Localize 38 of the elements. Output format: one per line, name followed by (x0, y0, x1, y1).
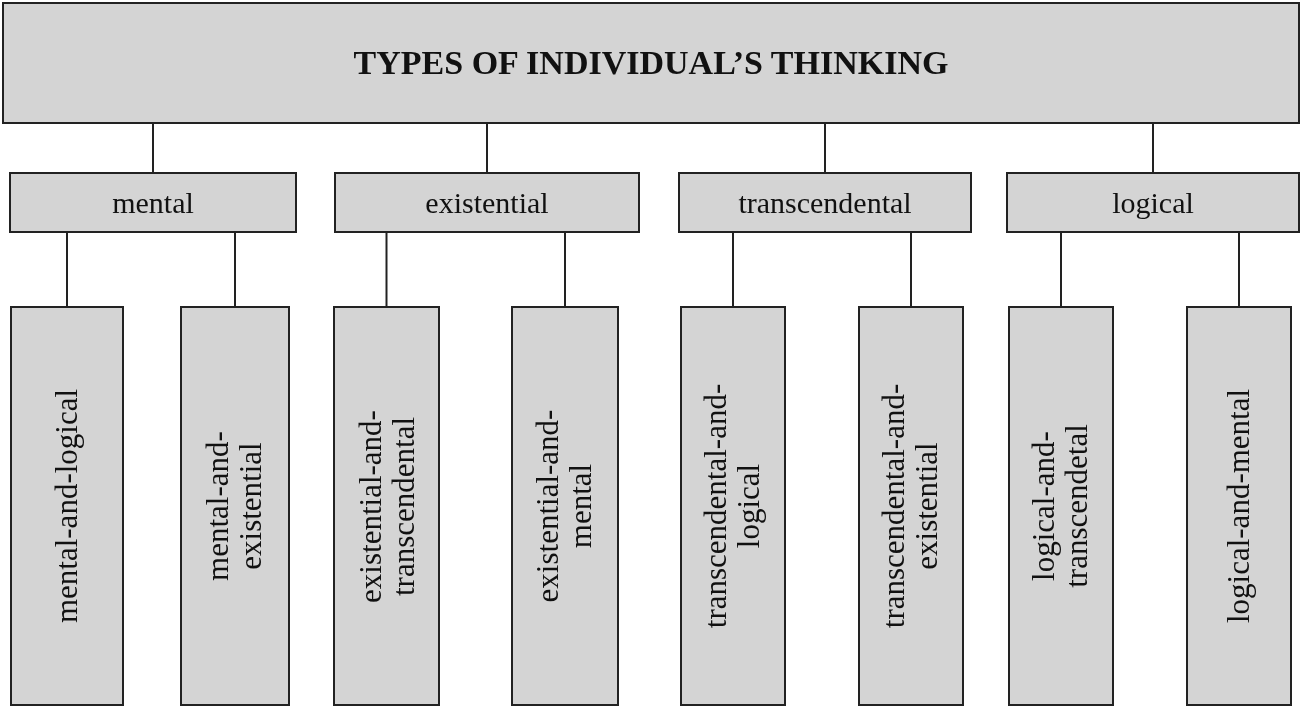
category-label: logical (1112, 185, 1194, 220)
subtype-box (858, 306, 964, 706)
subtype-box (180, 306, 290, 706)
connector-line (1238, 232, 1240, 307)
subtype-label: transcendental-and-logical (700, 382, 766, 631)
category-label: mental (112, 185, 194, 220)
connector-line (824, 123, 826, 173)
subtype-box (10, 306, 124, 706)
subtype-label: logical-and-transcendetal (1028, 423, 1094, 590)
category-box (9, 172, 297, 233)
connector-line (385, 232, 388, 307)
subtype-label: logical-and-mental (1222, 388, 1256, 624)
category-box (1006, 172, 1300, 233)
subtype-box (511, 306, 619, 706)
connector-line (564, 232, 566, 307)
connector-line (234, 232, 236, 307)
subtype-label: existential-and-transcendental (353, 408, 420, 605)
subtype-label: mental-and-existential (202, 430, 268, 583)
category-label: transcendental (738, 185, 912, 220)
title-box (2, 2, 1300, 124)
subtype-box (1186, 306, 1292, 706)
subtype-label: existential-and-mental (532, 408, 598, 605)
connector-line (910, 232, 912, 307)
subtype-box (333, 306, 440, 706)
subtype-box (1008, 306, 1114, 706)
connector-line (152, 123, 154, 173)
category-box (678, 172, 972, 233)
connector-line (1152, 123, 1154, 173)
subtype-box (680, 306, 786, 706)
subtype-label: transcendental-and-existential (878, 382, 944, 631)
subtype-label: mental-and-logical (50, 388, 84, 624)
category-label: existential (425, 185, 549, 220)
connector-line (486, 123, 488, 173)
connector-line (1060, 232, 1062, 307)
heading-label: TYPES OF INDIVIDUAL’S THINKING (353, 44, 949, 82)
connector-line (66, 232, 68, 307)
category-box (334, 172, 640, 233)
connector-line (732, 232, 734, 307)
